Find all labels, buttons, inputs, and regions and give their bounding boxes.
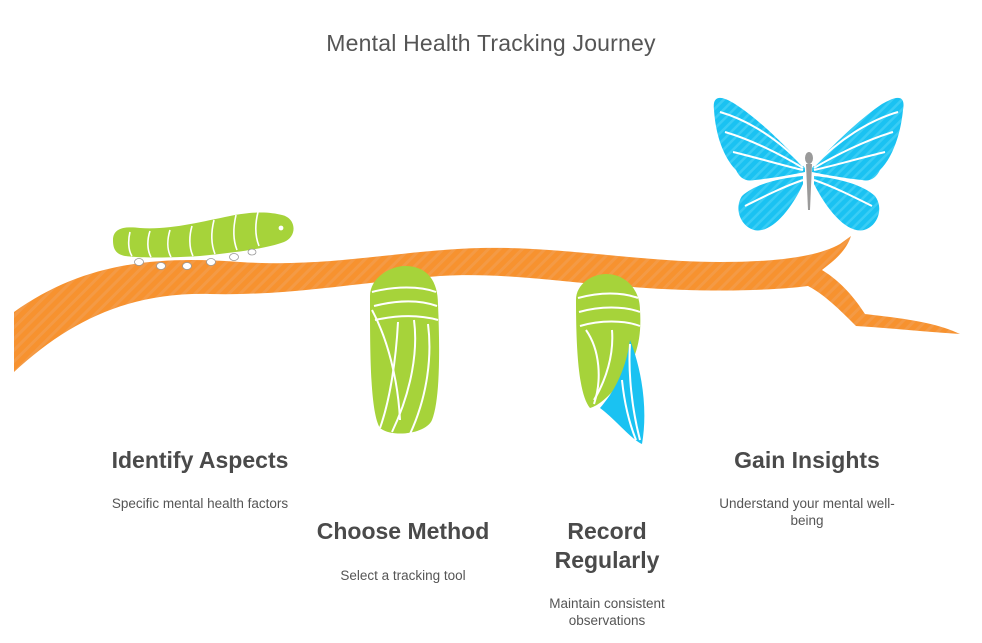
step-heading: Choose Method (316, 518, 490, 544)
butterfly-icon (713, 97, 904, 231)
step-gain-insights: Gain Insights Understand your mental wel… (717, 446, 897, 529)
cocoon-icon (370, 266, 440, 435)
step-identify-aspects: Identify Aspects Specific mental health … (110, 446, 290, 512)
step-heading: Record Regularly (554, 518, 660, 573)
diagram-title: Mental Health Tracking Journey (326, 30, 656, 56)
step-record-regularly: Record Regularly Maintain consistent obs… (517, 517, 697, 629)
step-choose-method: Choose Method Select a tracking tool (313, 517, 493, 584)
step-description: Maintain consistent observations (549, 596, 665, 628)
step-heading: Identify Aspects (111, 447, 289, 473)
emerging-chrysalis-icon (576, 274, 645, 444)
branch (14, 236, 960, 372)
step-description: Understand your mental well-being (719, 496, 895, 528)
step-description: Specific mental health factors (111, 496, 289, 511)
caterpillar-icon (113, 211, 294, 270)
step-description: Select a tracking tool (340, 568, 466, 583)
step-heading: Gain Insights (734, 447, 880, 473)
